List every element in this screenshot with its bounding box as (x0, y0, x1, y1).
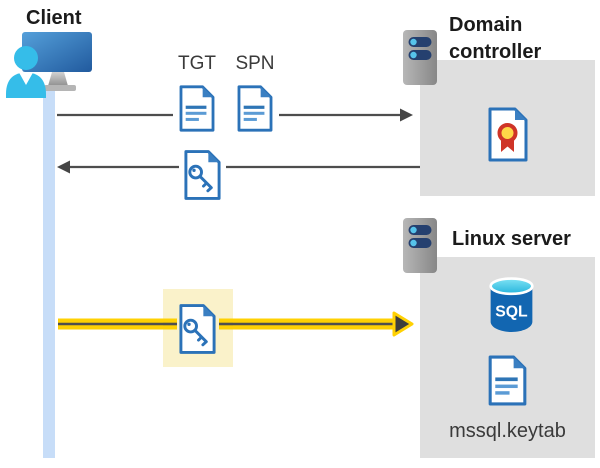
monitor-stand (48, 72, 68, 86)
client-workstation-icon (6, 32, 92, 98)
domain-controller-server-icon (403, 30, 437, 85)
right-arrowhead-icon (400, 108, 413, 122)
keytab-highlight-overlay (163, 318, 233, 330)
client-timeline (43, 86, 55, 458)
left-arrowhead-icon (57, 160, 70, 174)
monitor-icon (22, 32, 92, 72)
arrow-client-to-linux (58, 311, 414, 337)
linux-server-icon (403, 218, 437, 273)
client-label: Client (26, 7, 82, 29)
key-document-icon-highlighted (179, 304, 216, 354)
arrow-dc-to-client (57, 160, 420, 174)
person-icon (6, 46, 46, 98)
sql-text: SQL (495, 304, 528, 321)
sql-database-icon: SQL (489, 277, 534, 332)
keytab-filename-label: mssql.keytab (449, 420, 566, 442)
yellow-arrowhead-icon (392, 311, 414, 337)
linux-server-label: Linux server (452, 228, 571, 250)
tgt-label: TGT (178, 53, 216, 74)
monitor-base (44, 85, 76, 91)
domain-controller-label: Domain controller (449, 14, 542, 63)
spn-document-icon (237, 85, 273, 132)
key-document-icon (184, 150, 221, 200)
certificate-document-icon (488, 107, 528, 162)
tgt-document-icon (179, 85, 215, 132)
keytab-document-icon (488, 355, 527, 406)
spn-label: SPN (235, 53, 275, 74)
